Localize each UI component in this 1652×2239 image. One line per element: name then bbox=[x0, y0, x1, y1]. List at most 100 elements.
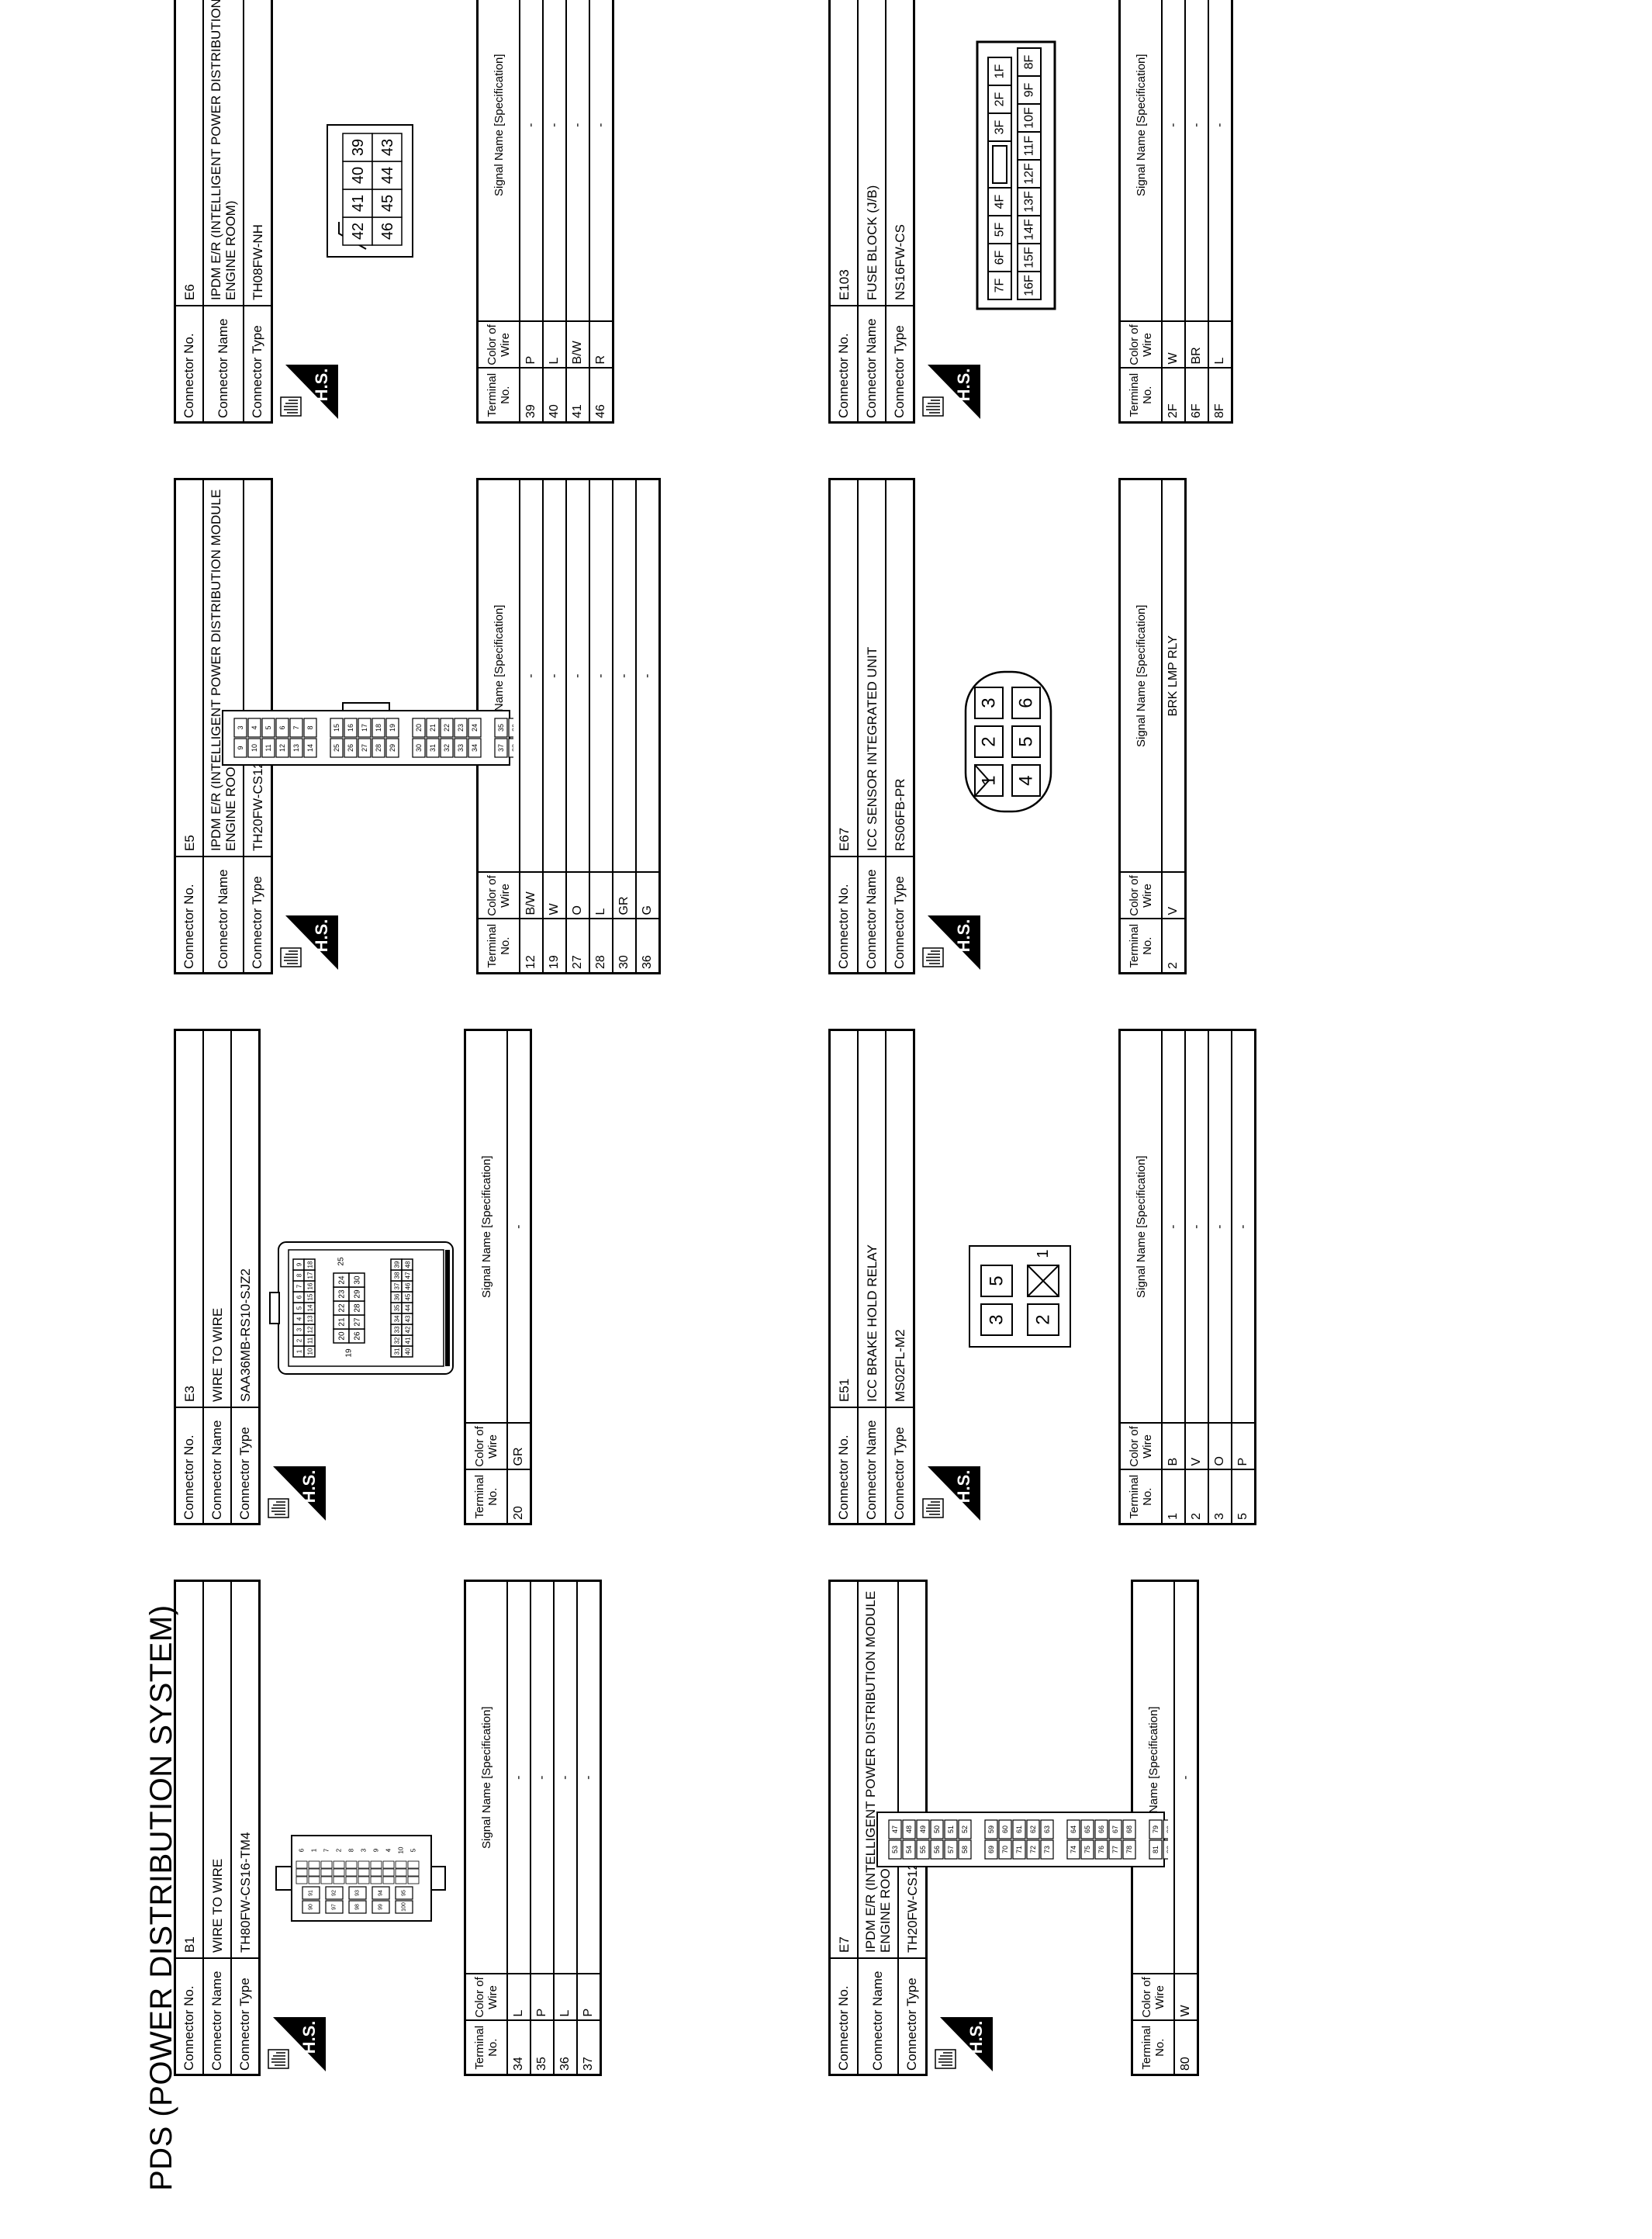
pin-cell bbox=[1094, 1819, 1108, 1839]
pin-cell bbox=[401, 1258, 413, 1271]
connector-type-value: SAA36MB-RS10-SJZ2 bbox=[237, 1268, 253, 1402]
pin-number: 12 bbox=[278, 744, 286, 752]
pin-cell bbox=[454, 718, 468, 738]
terminal-no: 6F bbox=[1185, 368, 1208, 423]
pin-number: 27 bbox=[361, 744, 368, 752]
hs-label: H.S. bbox=[299, 1470, 319, 1504]
pin-number: 44 bbox=[379, 167, 396, 184]
pin-cell bbox=[372, 133, 403, 162]
pin-cell bbox=[295, 1876, 308, 1884]
signal-name: - bbox=[1185, 0, 1208, 322]
pin-cell bbox=[958, 1839, 972, 1860]
terminal-no: 28 bbox=[589, 919, 613, 974]
pin-number: 17 bbox=[307, 1272, 314, 1279]
hs-label: H.S. bbox=[954, 1470, 973, 1504]
pin-number: 3 bbox=[361, 1848, 368, 1852]
pin-number: 26 bbox=[354, 1331, 362, 1341]
pin-number: 7 bbox=[323, 1848, 330, 1852]
wire-color: GR bbox=[613, 872, 636, 919]
pin-cell bbox=[275, 718, 289, 738]
connector-no-label: Connector No. bbox=[176, 1407, 202, 1523]
pin-number: 38 bbox=[511, 744, 513, 752]
pin-number: 6 bbox=[278, 725, 286, 729]
pin-number: 76 bbox=[1097, 1846, 1105, 1853]
pin-cell bbox=[330, 718, 344, 738]
pin-cell bbox=[233, 738, 247, 758]
pin-cell bbox=[330, 738, 344, 758]
pin-number: 51 bbox=[947, 1825, 955, 1833]
connector-name-label: Connector Name bbox=[859, 1407, 885, 1523]
color-of-wire-header: Color of Wire bbox=[1119, 1423, 1162, 1470]
pin-number: 70 bbox=[1001, 1846, 1009, 1853]
connector-no-row: Connector No.E6 bbox=[176, 0, 202, 421]
pin-number: 30 bbox=[354, 1275, 362, 1285]
harness-side-icon: H.S. bbox=[922, 915, 980, 970]
connector-type-value: NS16FW-CS bbox=[892, 224, 907, 300]
connector-no-label: Connector No. bbox=[176, 1957, 202, 2074]
pin-number: 42 bbox=[350, 223, 367, 240]
connector-no-value: E7 bbox=[836, 1936, 852, 1953]
pin-number: 37 bbox=[394, 1282, 401, 1289]
pin-cell bbox=[1080, 1839, 1094, 1860]
pin-number: 2 bbox=[979, 736, 1000, 746]
signal-name: - bbox=[520, 0, 543, 322]
pin-number: 94 bbox=[378, 1890, 384, 1896]
pin-cell bbox=[372, 738, 385, 758]
pin-cell bbox=[303, 738, 317, 758]
pin-cell bbox=[412, 718, 426, 738]
pin-cell bbox=[345, 1876, 358, 1884]
pin-number: 16 bbox=[347, 724, 354, 732]
pin-number: 11F bbox=[1023, 136, 1036, 157]
pin-number: 23 bbox=[457, 724, 465, 732]
pin-number: 91 bbox=[309, 1890, 314, 1896]
hs-label: H.S. bbox=[299, 2021, 319, 2054]
signal-name-header: Signal Name [Specification] bbox=[1132, 1580, 1174, 1974]
signal-name: - bbox=[1208, 1030, 1232, 1424]
pin-cell bbox=[1011, 687, 1041, 719]
pin-number: 15 bbox=[333, 724, 340, 732]
pin-number: 13F bbox=[1023, 191, 1036, 213]
pin-number: 7F bbox=[994, 278, 1007, 292]
pin-cell bbox=[494, 718, 508, 738]
signal-name-header: Signal Name [Specification] bbox=[477, 479, 520, 873]
pin-number: 3F bbox=[994, 119, 1007, 134]
wire-color: B bbox=[1162, 1423, 1185, 1470]
terminal-no-header: Terminal No. bbox=[477, 368, 520, 423]
wire-color: P bbox=[520, 321, 543, 369]
connector-no-value: E51 bbox=[836, 1378, 852, 1402]
pin-number: 28 bbox=[375, 744, 382, 752]
pin-number: 12 bbox=[307, 1326, 314, 1333]
pin-cell bbox=[333, 1868, 345, 1877]
connector-name-value: ICC SENSOR INTEGRATED UNIT bbox=[864, 646, 880, 851]
connector-name-label: Connector Name bbox=[859, 1957, 897, 2074]
pin-cell bbox=[345, 1860, 358, 1869]
wire-color: L bbox=[543, 321, 566, 369]
pin-number: 13 bbox=[292, 744, 300, 752]
pin-number: 5 bbox=[987, 1275, 1007, 1286]
signal-name: - bbox=[507, 1580, 531, 1974]
pin-number: 50 bbox=[933, 1825, 941, 1833]
signal-name-header: Signal Name [Specification] bbox=[477, 0, 520, 322]
pin-number: 99 bbox=[378, 1904, 384, 1910]
pin-cell bbox=[372, 718, 385, 738]
pin-number: 42 bbox=[405, 1326, 412, 1333]
pin-number: 9 bbox=[373, 1848, 380, 1852]
connector-type-value: TH20FW-CS12-M4 bbox=[904, 1839, 920, 1953]
terminal-no: 36 bbox=[636, 919, 660, 974]
pin-cell bbox=[233, 718, 247, 738]
pin-number: 60 bbox=[1001, 1825, 1009, 1833]
